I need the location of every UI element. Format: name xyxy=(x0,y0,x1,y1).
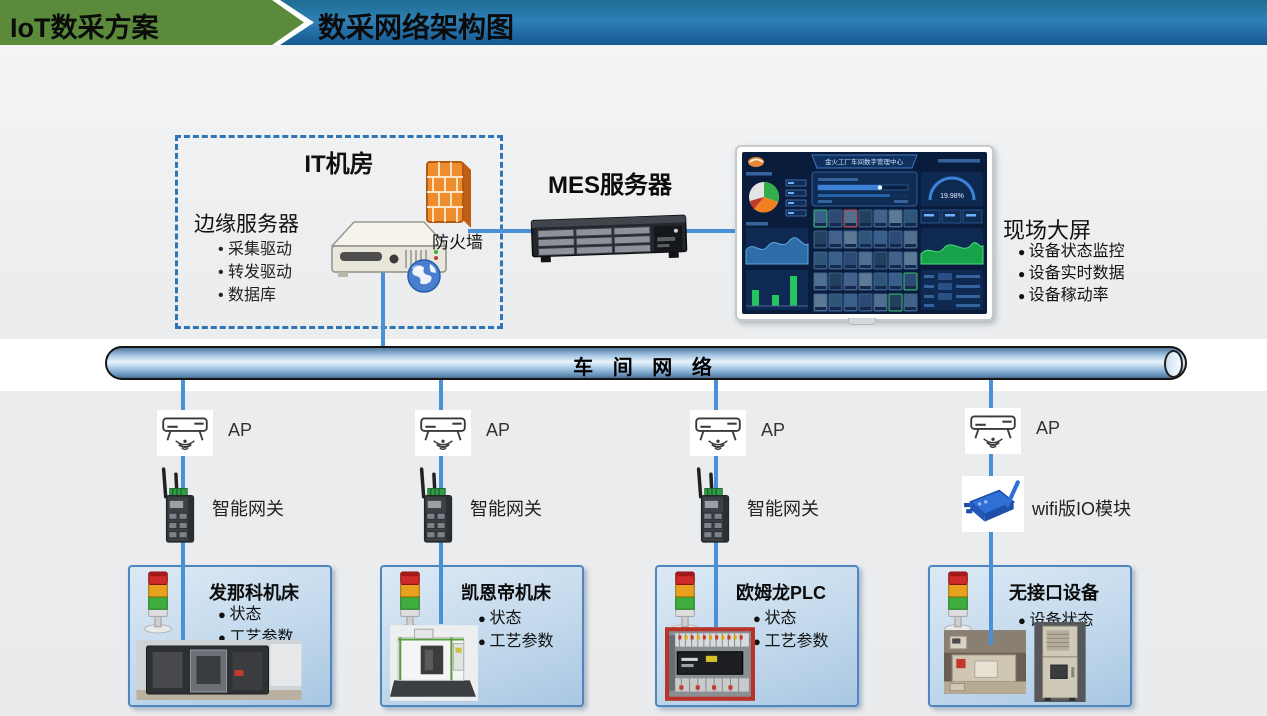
machine-bullet: 状态 xyxy=(218,603,293,626)
stack-light-icon xyxy=(944,571,972,634)
firewall-icon xyxy=(426,161,471,228)
mes-server-label: MES服务器 xyxy=(547,172,672,199)
machine-box-no-interface: 无接口设备 设备状态 xyxy=(928,565,1132,707)
machine-box-fanuc: 发那科机床 状态 工艺参数 xyxy=(128,565,332,707)
mes-server-icon xyxy=(530,214,688,263)
big-screen-bullet: 设备状态监控 xyxy=(1018,241,1125,263)
machine-title: 欧姆龙PLC xyxy=(736,583,826,603)
site-display-screen: 金火工厂车间数字管理中心 xyxy=(735,145,994,321)
ap-icon xyxy=(690,410,746,456)
dashboard-gauge-value: 19.98% xyxy=(940,193,964,200)
ap-icon xyxy=(965,408,1021,454)
edge-server-label: 边缘服务器 xyxy=(194,213,299,236)
dashboard: 金火工厂车间数字管理中心 xyxy=(742,152,987,314)
equipment-photo-right xyxy=(1034,622,1086,702)
smart-gateway-icon xyxy=(696,467,730,543)
ap-icon xyxy=(415,410,471,456)
ap-label: AP xyxy=(486,420,511,440)
big-screen-bullet: 设备实时数据 xyxy=(1018,263,1125,285)
edge-server-bullet: 数据库 xyxy=(218,284,292,307)
bus-label: 车 间 网 络 xyxy=(573,357,719,379)
device-label: 智能网关 xyxy=(470,499,542,519)
stack-light-icon xyxy=(671,571,699,634)
dashboard-graphics: 金火工厂车间数字管理中心 xyxy=(745,154,984,312)
device-label: 智能网关 xyxy=(212,499,284,519)
ap-icon xyxy=(157,410,213,456)
machine-title: 无接口设备 xyxy=(1009,583,1099,603)
screen-stand xyxy=(848,318,876,325)
device-label: wifi版IO模块 xyxy=(1032,499,1131,519)
machine-title: 凯恩帝机床 xyxy=(461,583,551,603)
device-label: 智能网关 xyxy=(747,499,819,519)
smart-gateway-icon xyxy=(161,467,195,543)
ap-label: AP xyxy=(761,420,786,440)
header-tab-label: IoT数采方案 xyxy=(10,13,159,43)
machine-box-omron-plc: 欧姆龙PLC 状态 工艺参数 xyxy=(655,565,859,707)
ap-label: AP xyxy=(228,420,253,440)
machine-title: 发那科机床 xyxy=(209,583,299,603)
machine-box-knd: 凯恩帝机床 状态 工艺参数 xyxy=(380,565,584,707)
dashboard-title: 金火工厂车间数字管理中心 xyxy=(825,157,904,166)
edge-server-bullet: 采集驱动 xyxy=(218,238,292,261)
wifi-io-module-icon xyxy=(962,476,1024,532)
link-server-to-bus xyxy=(381,250,385,348)
workshop-network-bus: 车 间 网 络 xyxy=(105,346,1187,380)
it-room-title: IT机房 xyxy=(304,151,374,178)
bus-end-cap xyxy=(1164,350,1183,378)
equipment-photo-left xyxy=(944,630,1026,694)
machine-photo-plc xyxy=(665,627,755,701)
header-tab: IoT数采方案 xyxy=(0,0,304,45)
header-banner: 数采网络架构图 xyxy=(270,0,1267,45)
stack-light-icon xyxy=(396,571,424,634)
edge-server-icon xyxy=(330,221,448,293)
globe-icon xyxy=(407,259,441,293)
smart-gateway-icon xyxy=(419,467,453,543)
ap-label: AP xyxy=(1036,418,1061,438)
machine-bullet: 状态 xyxy=(478,607,553,630)
page-title: 数采网络架构图 xyxy=(318,12,515,43)
machine-photo-fanuc xyxy=(136,640,302,700)
big-screen-title: 现场大屏 xyxy=(1003,218,1092,243)
machine-bullet: 工艺参数 xyxy=(753,630,828,653)
edge-server-bullet: 转发驱动 xyxy=(218,261,292,284)
firewall-label: 防火墙 xyxy=(432,233,483,252)
stack-light-icon xyxy=(144,571,172,634)
machine-photo-knd xyxy=(390,625,478,701)
machine-bullet: 状态 xyxy=(753,607,828,630)
machine-bullet: 工艺参数 xyxy=(478,630,553,653)
big-screen-bullet: 设备稼动率 xyxy=(1018,285,1125,307)
